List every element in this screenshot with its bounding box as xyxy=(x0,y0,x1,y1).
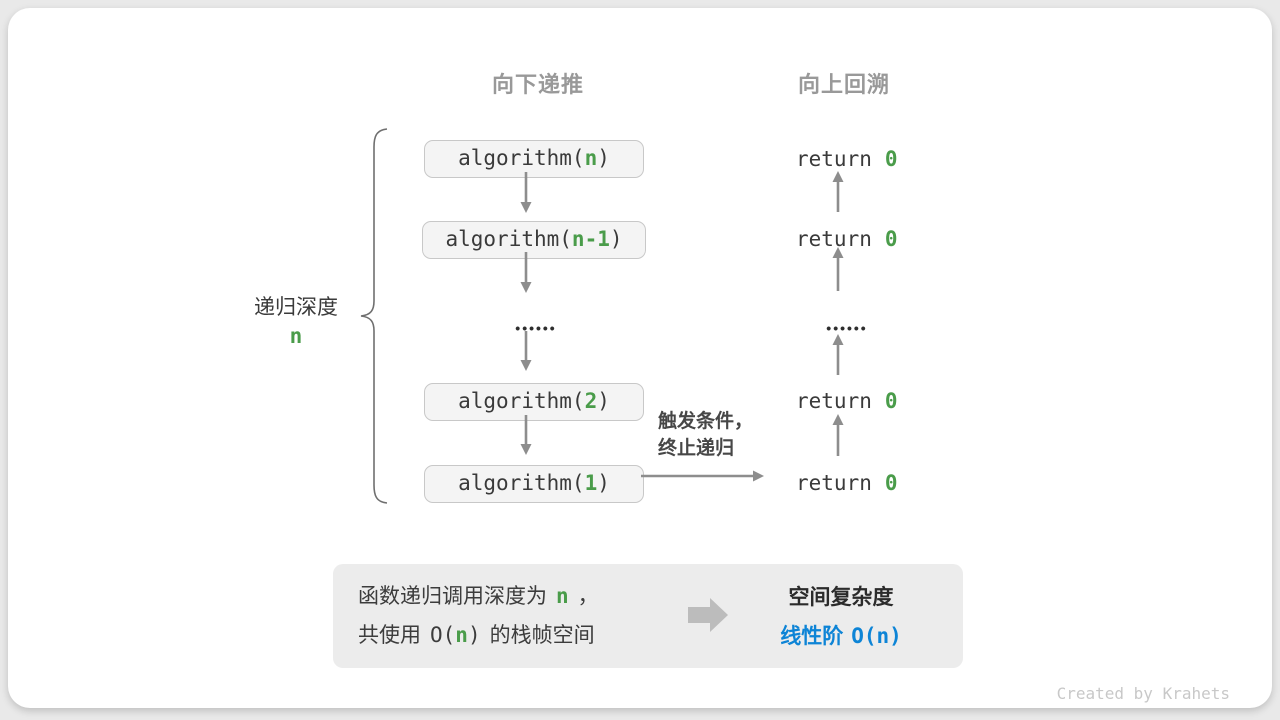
summary-text: 共使用 xyxy=(358,624,421,647)
return-statement: return 0 xyxy=(796,469,898,497)
return-value: 0 xyxy=(884,389,898,413)
frame-text: ) xyxy=(597,389,610,413)
summary-line1: 函数递归调用深度为 n ， xyxy=(358,577,599,616)
return-keyword: return xyxy=(796,471,872,495)
return-value: 0 xyxy=(884,471,898,495)
big-o-text: O( xyxy=(430,623,456,647)
summary-text: ， xyxy=(577,585,599,608)
return-keyword: return xyxy=(796,389,872,413)
return-value: 0 xyxy=(884,227,898,251)
stack-frame-algorithm-n: algorithm(n) xyxy=(424,140,644,178)
diagram-card: 向下递推 向上回溯 递归深度 n algorithm(n) algorithm(… xyxy=(8,8,1272,708)
summary-var: n xyxy=(556,584,569,608)
return-statement: return 0 xyxy=(796,145,898,173)
frame-arg: 1 xyxy=(584,471,598,495)
base-case-note-line1: 触发条件， xyxy=(658,411,754,432)
watermark-credit: Created by Krahets xyxy=(1056,684,1230,703)
frame-arg: 2 xyxy=(584,389,598,413)
frame-text: ) xyxy=(597,146,610,170)
return-statement: return 0 xyxy=(796,225,898,253)
frame-text: ) xyxy=(597,471,610,495)
stack-frame-algorithm-2: algorithm(2) xyxy=(424,383,644,421)
return-statement: return 0 xyxy=(796,387,898,415)
complexity-result: 空间复杂度 线性阶 O(n) xyxy=(751,581,931,650)
frame-text: ) xyxy=(609,227,623,251)
frame-arg: n-1 xyxy=(571,227,610,251)
complexity-value: 线性阶 O(n) xyxy=(751,620,931,650)
ellipsis-right: •••••• xyxy=(826,320,868,336)
summary-text: 的栈帧空间 xyxy=(489,624,595,647)
return-value: 0 xyxy=(884,147,898,171)
column-header-recurse-down: 向下递推 xyxy=(491,72,585,97)
frame-text: algorithm( xyxy=(445,227,572,251)
base-case-note: 触发条件， 终止递归 xyxy=(658,408,753,462)
summary-text: 函数递归调用深度为 xyxy=(358,585,547,608)
ellipsis-left: •••••• xyxy=(515,320,557,336)
frame-text: algorithm( xyxy=(458,389,585,413)
stack-frame-algorithm-n-1: algorithm(n-1) xyxy=(422,221,646,259)
base-case-note-line2: 终止递归 xyxy=(658,438,735,459)
frame-arg: n xyxy=(584,146,598,170)
complexity-title: 空间复杂度 xyxy=(788,586,894,609)
complexity-order-label: 线性阶 xyxy=(780,625,844,648)
frame-text: algorithm( xyxy=(458,146,585,170)
return-keyword: return xyxy=(796,227,872,251)
return-keyword: return xyxy=(796,147,872,171)
stack-frame-algorithm-1: algorithm(1) xyxy=(424,465,644,503)
complexity-summary-box xyxy=(333,564,963,668)
complexity-big-o: O(n) xyxy=(851,624,902,648)
big-o-text: ) xyxy=(467,623,481,647)
recursion-depth-label: 递归深度 xyxy=(254,296,338,319)
recursion-depth-value: n xyxy=(289,324,303,348)
column-header-backtrack-up: 向上回溯 xyxy=(797,72,891,97)
summary-var: n xyxy=(455,623,468,647)
summary-line2: 共使用 O(n) 的栈帧空间 xyxy=(358,616,599,655)
frame-text: algorithm( xyxy=(458,471,585,495)
